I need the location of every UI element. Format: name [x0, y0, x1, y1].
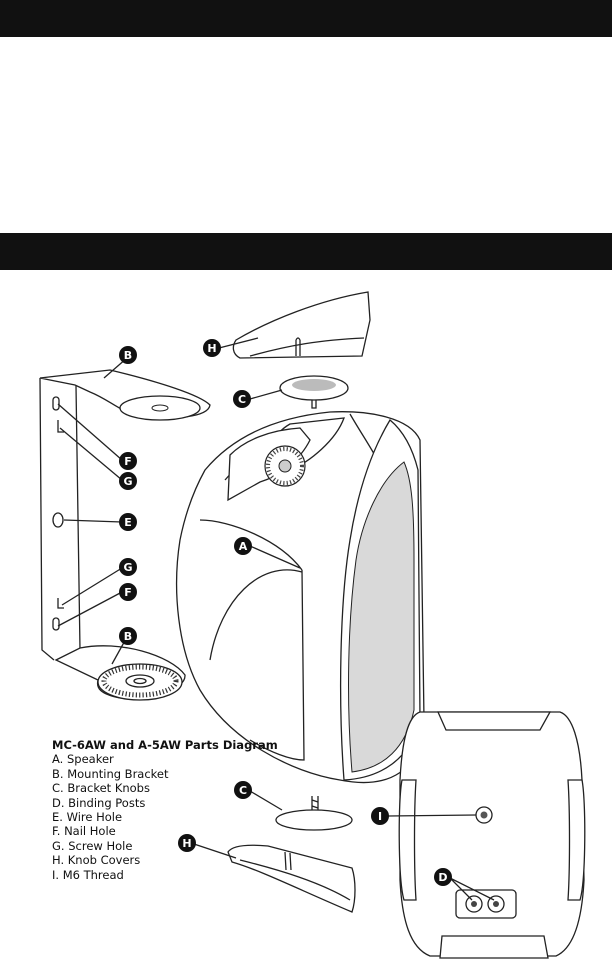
callout-d: D — [434, 868, 452, 886]
callout-h-top: H — [203, 339, 221, 357]
legend-item: E. Wire Hole — [52, 810, 278, 824]
callout-f-top: F — [119, 452, 137, 470]
legend-item: D. Binding Posts — [52, 796, 278, 810]
svg-text:B: B — [124, 349, 132, 362]
svg-text:E: E — [124, 516, 132, 529]
callout-c-top: C — [233, 390, 251, 408]
legend-item: C. Bracket Knobs — [52, 781, 278, 795]
legend-item: H. Knob Covers — [52, 853, 278, 867]
svg-text:F: F — [124, 455, 132, 468]
callout-f-bottom: F — [119, 583, 137, 601]
svg-text:C: C — [238, 393, 246, 406]
bracket-knob-top — [280, 376, 348, 408]
legend-item: A. Speaker — [52, 752, 278, 766]
top-header-bar — [0, 0, 612, 37]
svg-text:G: G — [123, 561, 132, 574]
speaker-rear-view — [399, 712, 585, 958]
svg-text:A: A — [239, 540, 248, 553]
callout-i: I — [371, 807, 389, 825]
svg-text:I: I — [378, 810, 382, 823]
callout-e: E — [119, 513, 137, 531]
callout-g-top: G — [119, 472, 137, 490]
knob-cover-top — [233, 292, 370, 358]
svg-text:B: B — [124, 630, 132, 643]
svg-text:F: F — [124, 586, 132, 599]
section-header-bar — [0, 233, 612, 270]
legend-title: MC-6AW and A-5AW Parts Diagram — [52, 738, 278, 752]
callout-b-top: B — [119, 346, 137, 364]
legend-item: B. Mounting Bracket — [52, 767, 278, 781]
callout-b-bottom: B — [119, 627, 137, 645]
speaker — [177, 412, 424, 783]
legend-item: F. Nail Hole — [52, 824, 278, 838]
svg-text:D: D — [438, 871, 447, 884]
bracket-knob-bottom — [276, 796, 352, 830]
legend-item: G. Screw Hole — [52, 839, 278, 853]
legend-item: I. M6 Thread — [52, 868, 278, 882]
parts-legend: MC-6AW and A-5AW Parts Diagram A. Speake… — [52, 738, 278, 882]
callout-g-bottom: G — [119, 558, 137, 576]
svg-text:G: G — [123, 475, 132, 488]
callout-a: A — [234, 537, 252, 555]
svg-text:H: H — [207, 342, 216, 355]
